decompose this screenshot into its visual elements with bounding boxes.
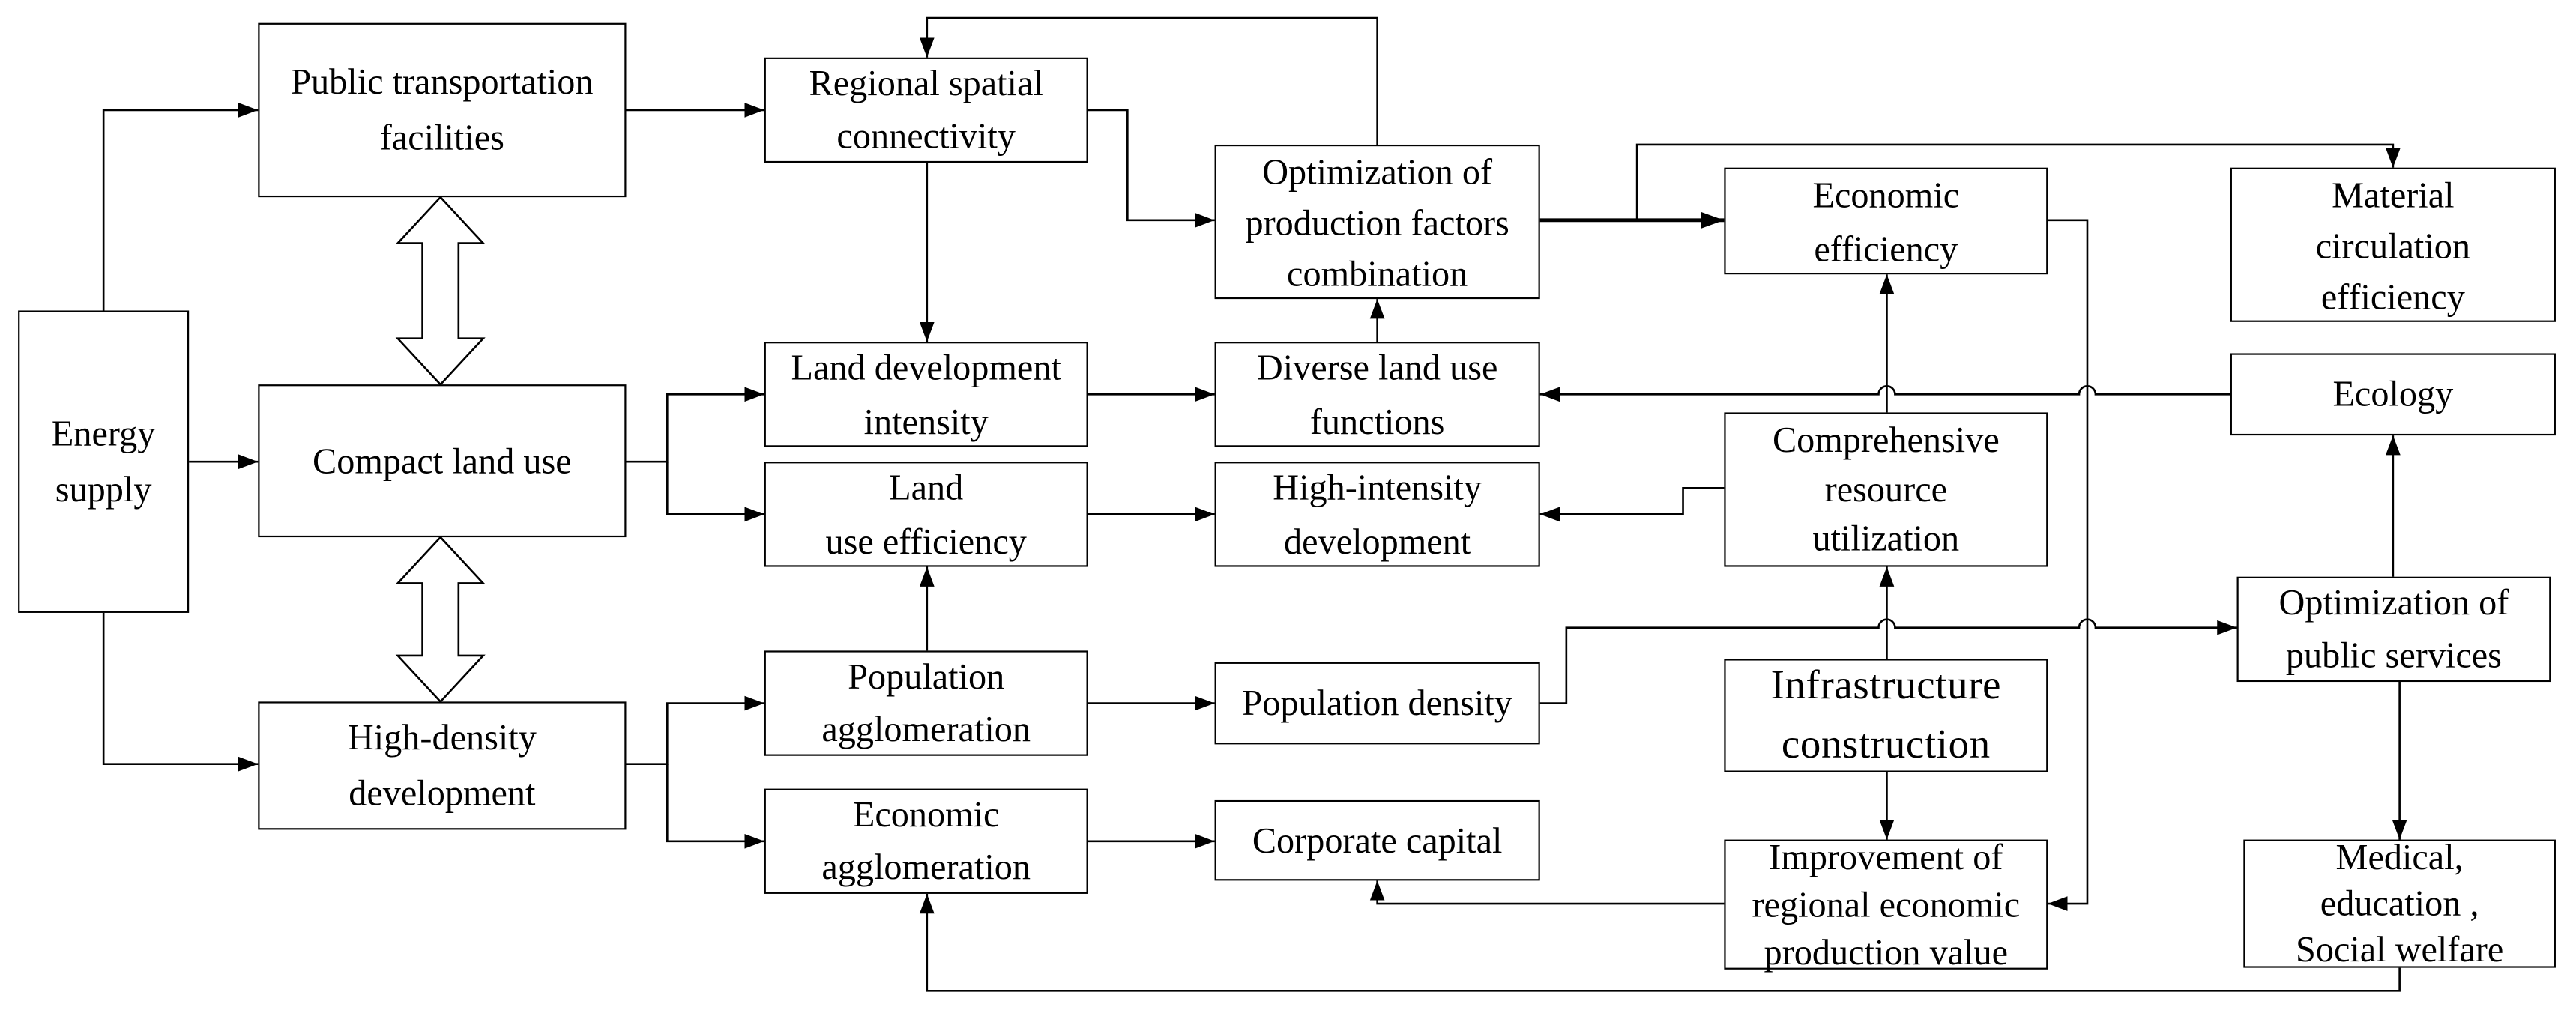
arrow-resource-utilization-to-high-intensity — [1539, 486, 1725, 522]
node-optimization-production-factors: Optimization of production factors combi… — [1214, 144, 1540, 300]
node-label: High-density development — [347, 716, 537, 814]
node-label: Economic efficiency — [1812, 173, 1960, 269]
node-label: Regional spatial connectivity — [809, 62, 1043, 157]
node-label: Compact land use — [313, 439, 572, 481]
node-infrastructure-construction: Infrastructure construction — [1724, 659, 2048, 772]
node-label: Public transportation facilities — [291, 61, 594, 158]
node-label: Land development intensity — [791, 346, 1061, 442]
node-high-intensity-development: High-intensity development — [1214, 462, 1540, 567]
node-label: Material circulation efficiency — [2315, 173, 2470, 317]
node-comprehensive-resource-utilization: Comprehensive resource utilization — [1724, 412, 2048, 567]
node-label: Medical, education , Social welfare — [2296, 836, 2504, 970]
node-material-circulation-efficiency: Material circulation efficiency — [2230, 167, 2556, 322]
arrow-high-density-to-economic-agglomeration — [666, 764, 764, 849]
node-label: Energy supply — [51, 412, 156, 510]
node-economic-efficiency: Economic efficiency — [1724, 167, 2048, 275]
node-label: Optimization of public services — [2278, 581, 2509, 676]
node-improvement-regional-production-value: Improvement of regional economic product… — [1724, 836, 2048, 973]
node-label: Improvement of regional economic product… — [1752, 836, 2021, 973]
node-corporate-capital: Corporate capital — [1214, 799, 1540, 881]
arrow-energy-to-public-transport — [102, 103, 259, 311]
arrow-medical-welfare-to-economic-agglomeration — [919, 893, 2401, 992]
node-energy-supply: Energy supply — [18, 310, 190, 613]
node-label: Optimization of production factors combi… — [1245, 150, 1509, 294]
node-label: Land use efficiency — [825, 466, 1027, 562]
arrow-energy-to-high-density — [102, 612, 259, 772]
node-label: Comprehensive resource utilization — [1772, 419, 2000, 559]
node-optimization-public-services: Optimization of public services — [2236, 576, 2551, 683]
double-arrow-transport-compact — [395, 196, 486, 387]
node-population-density: Population density — [1214, 662, 1540, 745]
node-economic-agglomeration: Economic agglomeration — [764, 788, 1088, 894]
node-label: Corporate capital — [1252, 819, 1503, 860]
node-high-density-development: High-density development — [258, 701, 627, 830]
node-diverse-land-use-functions: Diverse land use functions — [1214, 342, 1540, 447]
node-land-development-intensity: Land development intensity — [764, 342, 1088, 447]
arrow-regional-connectivity-to-optimization-factors — [1088, 109, 1215, 228]
node-regional-spatial-connectivity: Regional spatial connectivity — [764, 57, 1088, 163]
node-ecology: Ecology — [2230, 353, 2556, 436]
node-label: Diverse land use functions — [1256, 346, 1498, 442]
node-label: Ecology — [2332, 372, 2454, 414]
node-public-transportation-facilities: Public transportation facilities — [258, 22, 627, 198]
node-label: Population density — [1242, 682, 1512, 723]
node-compact-land-use: Compact land use — [258, 384, 627, 538]
double-arrow-compact-highdensity — [395, 536, 486, 704]
node-label: Infrastructure construction — [1770, 662, 2002, 766]
node-population-agglomeration: Population agglomeration — [764, 650, 1088, 756]
node-land-use-efficiency: Land use efficiency — [764, 462, 1088, 567]
arrow-economic-efficiency-to-improvement — [2048, 219, 2089, 911]
node-label: Economic agglomeration — [821, 793, 1031, 888]
arrow-compact-to-land-use-efficiency — [666, 462, 764, 522]
arrow-high-density-to-population-agglomeration — [626, 695, 764, 766]
arrow-ecology-to-diverse-functions — [1539, 385, 2230, 402]
node-medical-education-social-welfare: Medical, education , Social welfare — [2243, 836, 2556, 970]
arrow-improvement-to-corporate-capital — [1369, 880, 1725, 905]
node-label: Population agglomeration — [821, 655, 1031, 749]
node-label: High-intensity development — [1273, 466, 1482, 562]
arrow-compact-to-land-development — [626, 387, 764, 463]
